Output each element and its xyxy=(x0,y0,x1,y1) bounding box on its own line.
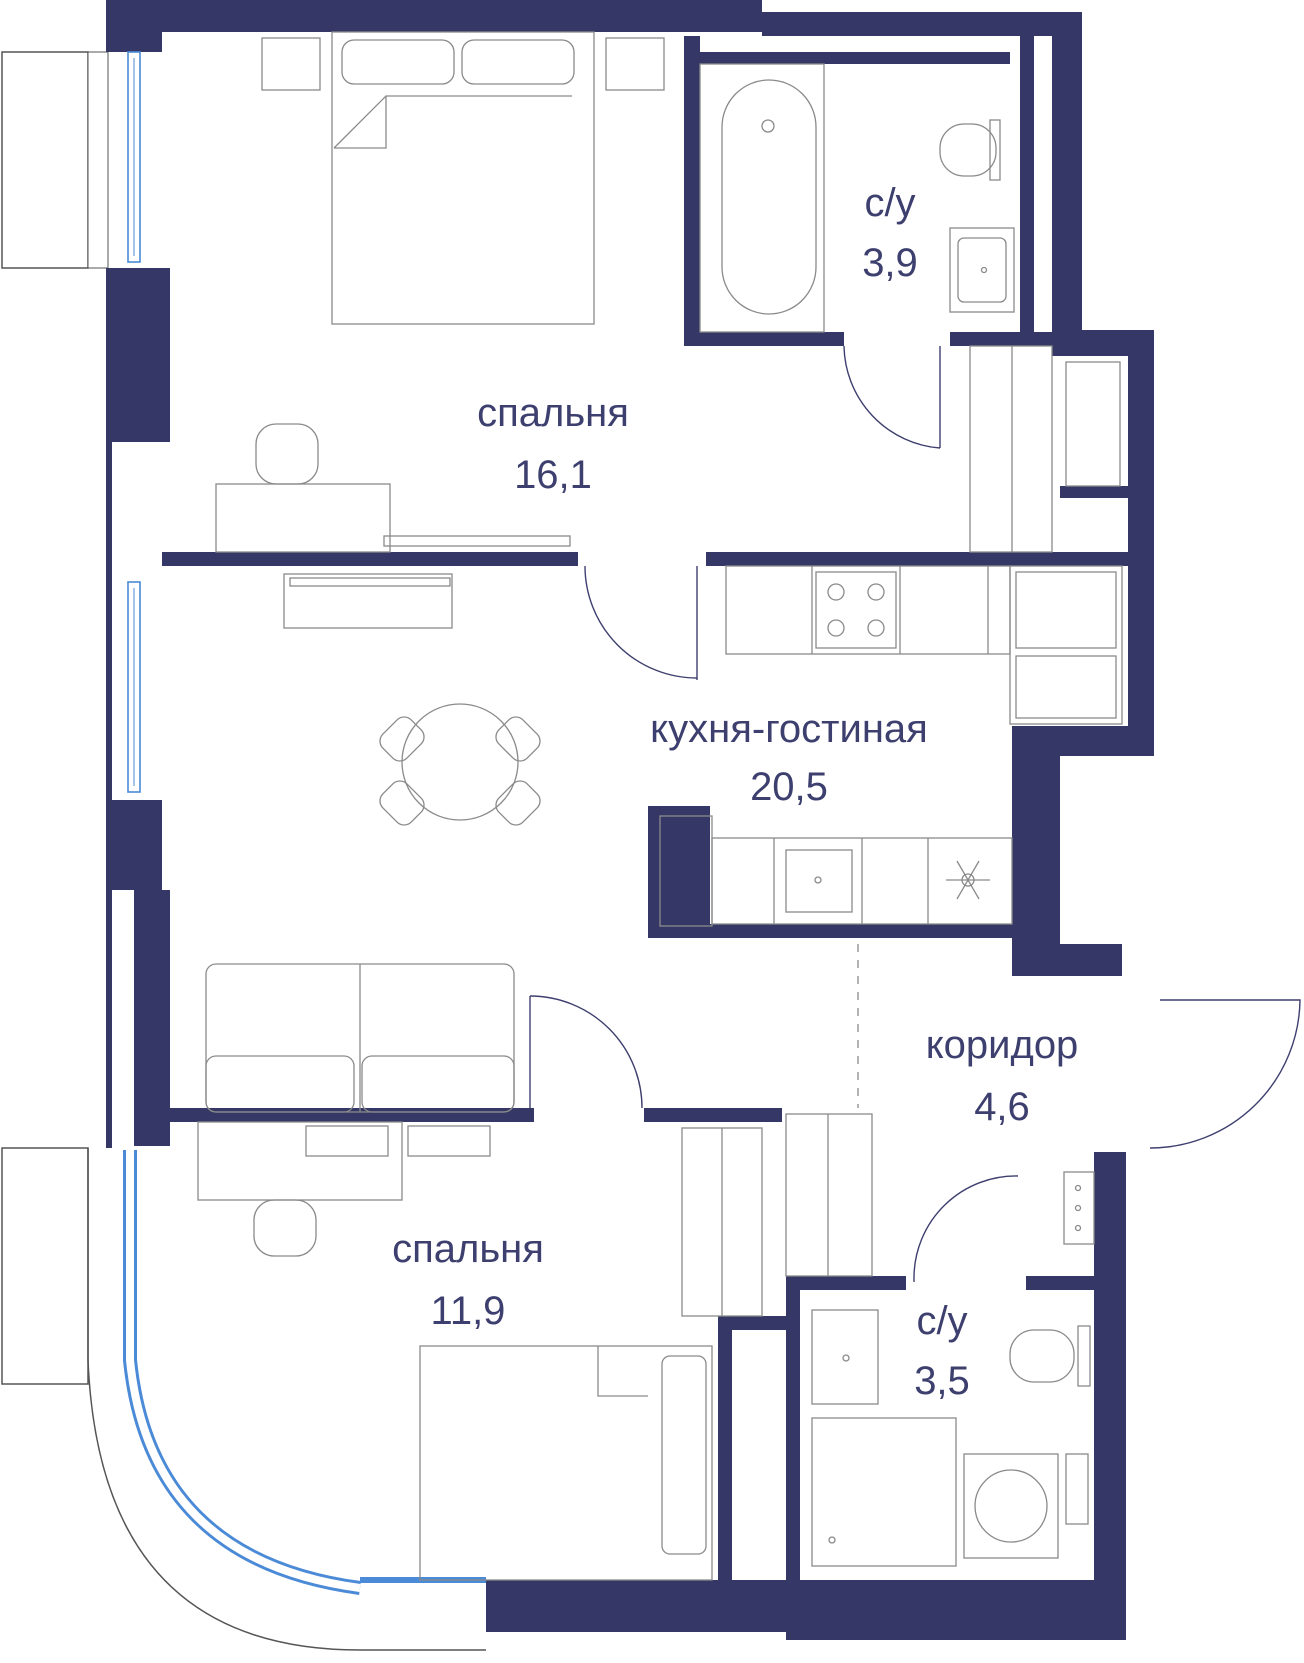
room-label-kitchen-living: кухня-гостиная 20,5 xyxy=(650,707,928,809)
room-label-corridor: коридор 4,6 xyxy=(926,1023,1079,1129)
tv-console xyxy=(283,573,453,629)
bed-single xyxy=(419,1345,713,1581)
windows xyxy=(87,51,486,1651)
svg-text:4,6: 4,6 xyxy=(974,1085,1030,1129)
svg-text:спальня: спальня xyxy=(392,1227,544,1271)
svg-text:3,5: 3,5 xyxy=(914,1359,970,1403)
sink-2 xyxy=(811,1309,879,1405)
wardrobe-bedroom2 xyxy=(681,1127,763,1317)
balcony-top-left xyxy=(1,51,109,269)
svg-text:16,1: 16,1 xyxy=(514,453,592,497)
walls xyxy=(106,0,1154,1640)
washing-machine xyxy=(963,1453,1089,1559)
room-label-bathroom-1: с/у 3,9 xyxy=(862,181,918,285)
room-label-bathroom-2: с/у 3,5 xyxy=(914,1299,970,1403)
toilet-2 xyxy=(1009,1325,1091,1387)
room-label-bedroom-2: спальня 11,9 xyxy=(392,1227,544,1333)
bathtub xyxy=(699,63,825,333)
svg-text:20,5: 20,5 xyxy=(750,765,828,809)
toilet-1 xyxy=(939,119,1001,181)
shower xyxy=(811,1417,957,1567)
bed-double xyxy=(261,31,665,325)
svg-text:спальня: спальня xyxy=(477,391,629,435)
sofa xyxy=(205,963,515,1113)
wardrobe-bedroom1 xyxy=(969,345,1121,553)
room-label-bedroom-1: спальня 16,1 xyxy=(477,391,629,497)
doors xyxy=(529,345,1301,1282)
svg-text:коридор: коридор xyxy=(926,1023,1079,1067)
desk-bedroom1 xyxy=(215,423,571,553)
svg-text:кухня-гостиная: кухня-гостиная xyxy=(650,707,928,751)
snowflake-icon xyxy=(946,860,990,900)
dining-table xyxy=(379,703,541,826)
sink-1 xyxy=(949,227,1015,313)
balcony-bottom-left xyxy=(1,1147,89,1385)
kitchen-counter-top xyxy=(725,565,1123,725)
kitchen-counter-bottom xyxy=(659,815,1013,927)
wardrobe-corridor xyxy=(785,1113,1095,1277)
svg-text:с/у: с/у xyxy=(916,1299,967,1343)
svg-text:с/у: с/у xyxy=(864,181,915,225)
desk-bedroom2 xyxy=(197,1121,491,1257)
svg-text:11,9: 11,9 xyxy=(431,1289,506,1333)
svg-text:3,9: 3,9 xyxy=(862,241,918,285)
